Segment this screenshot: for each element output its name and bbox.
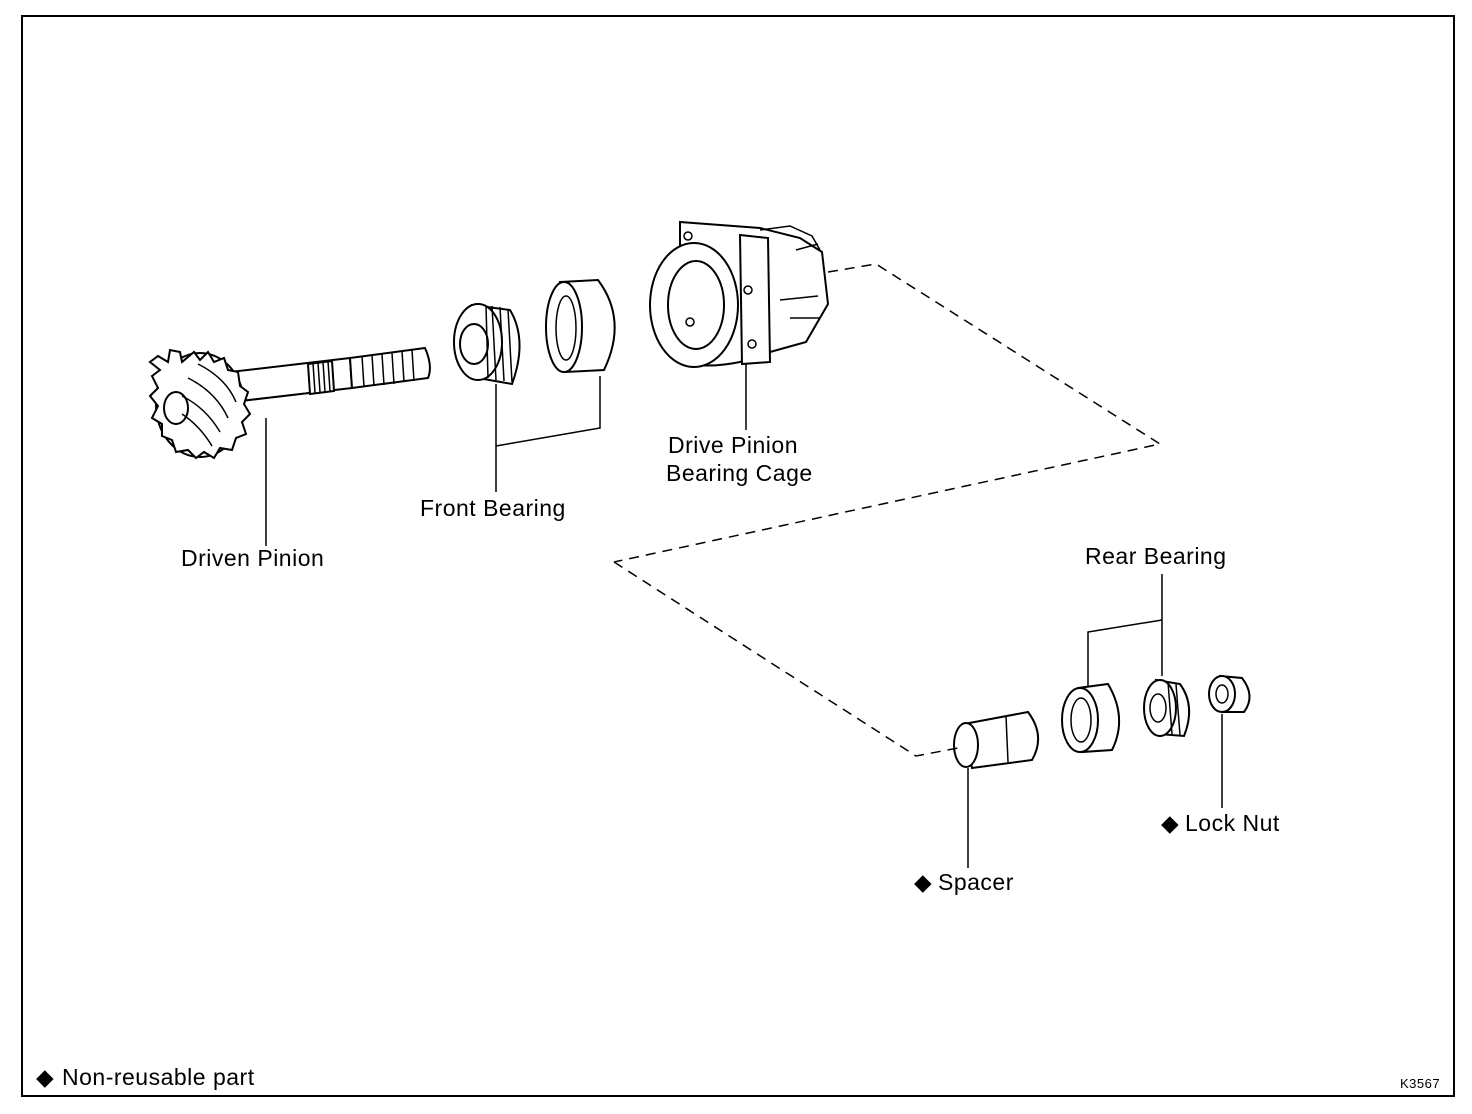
label-spacer: Spacer [938, 869, 1014, 895]
label-bearing-cage-line2: Bearing Cage [666, 460, 813, 486]
front-bearing-cone [453, 303, 521, 386]
rear-bearing-cup [1061, 682, 1121, 754]
legend-text: Non-reusable part [62, 1064, 255, 1090]
diagram-frame [21, 15, 1455, 1097]
leader-front-bearing [495, 376, 601, 492]
rear-bearing-cone [1143, 678, 1191, 738]
non-reusable-marker: ◆ [914, 869, 932, 895]
label-lock-nut: Lock Nut [1185, 810, 1280, 836]
bearing-cage-part [649, 220, 830, 368]
non-reusable-marker: ◆ [1161, 810, 1179, 836]
spacer-part [953, 710, 1039, 770]
assembly-dash-line-upper [613, 263, 1162, 563]
label-front-bearing: Front Bearing [420, 495, 566, 521]
label-rear-bearing: Rear Bearing [1085, 543, 1227, 569]
driven-pinion-part [148, 346, 431, 460]
label-bearing-cage-line1: Drive Pinion [668, 432, 798, 458]
figure-code: K3567 [1400, 1076, 1440, 1091]
front-bearing-cup [545, 278, 616, 374]
lock-nut-part [1208, 674, 1251, 713]
assembly-dash-line-lower [613, 561, 959, 757]
label-driven-pinion: Driven Pinion [181, 545, 324, 571]
leader-rear-bearing [1087, 574, 1163, 686]
legend-marker: ◆ [36, 1064, 54, 1090]
